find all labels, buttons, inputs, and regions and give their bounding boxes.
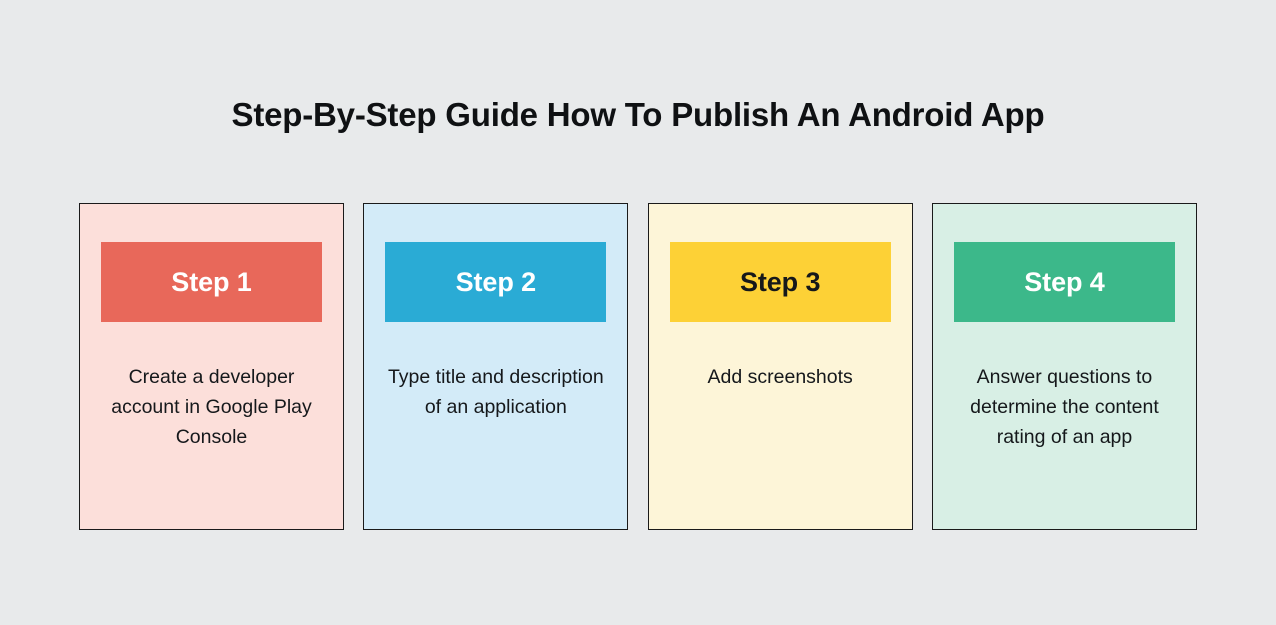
step-badge-3: Step 3 [669, 242, 891, 322]
step-badge-2: Step 2 [385, 242, 607, 322]
step-description-2: Type title and description of an applica… [387, 366, 604, 418]
step-card-2: Step 2 Type title and description of an … [363, 203, 629, 530]
steps-card-row: Step 1 Create a developer account in Goo… [79, 203, 1197, 530]
step-description-1: Create a developer account in Google Pla… [111, 366, 312, 448]
step-badge-1: Step 1 [101, 242, 322, 322]
step-card-3: Step 3 Add screenshots [647, 203, 913, 530]
page-title: Step-By-Step Guide How To Publish An And… [231, 96, 1045, 133]
step-badge-4: Step 4 [953, 242, 1175, 322]
step-description-3: Add screenshots [707, 366, 853, 388]
step-description-4: Answer questions to determine the conten… [970, 366, 1159, 448]
step-card-4: Step 4 Answer questions to determine the… [931, 203, 1197, 530]
step-card-1: Step 1 Create a developer account in Goo… [79, 203, 344, 530]
